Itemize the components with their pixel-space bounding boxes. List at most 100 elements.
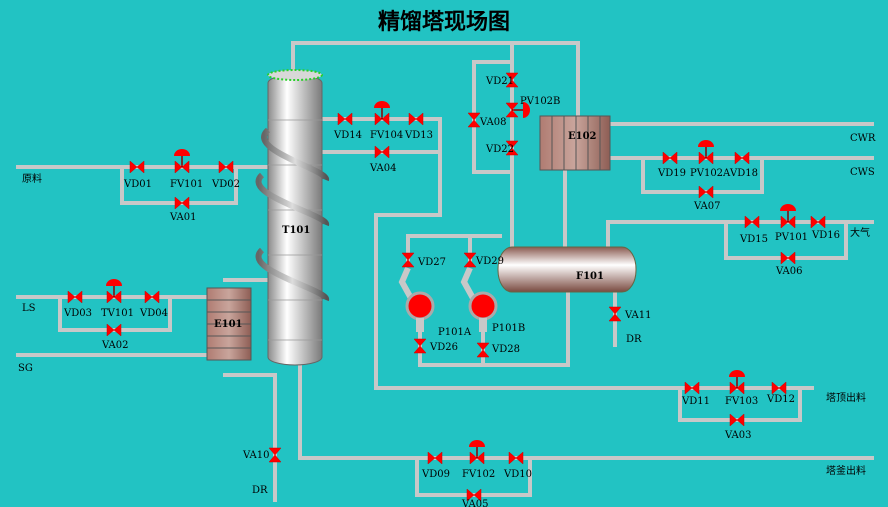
valve-vd26[interactable] <box>413 338 427 354</box>
actuator-icon <box>106 279 122 286</box>
valve-vd12[interactable] <box>771 381 787 395</box>
pump-b-label: P101B <box>492 323 525 334</box>
valve-body <box>268 447 282 463</box>
valve-label-pv102a: PV102A <box>690 168 731 179</box>
valve-label-pv102b: PV102B <box>520 96 560 107</box>
valve-va05[interactable] <box>466 488 482 502</box>
valve-label-va02: VA02 <box>101 340 129 351</box>
column-label: T101 <box>282 225 310 236</box>
valve-va08[interactable] <box>467 112 481 128</box>
valve-body <box>129 160 145 174</box>
valve-fv104[interactable] <box>374 101 390 126</box>
valve-pv102b[interactable] <box>505 102 530 118</box>
valve-va11[interactable] <box>608 306 622 322</box>
valve-vd22[interactable] <box>505 140 519 156</box>
valve-va07[interactable] <box>698 185 714 199</box>
valves <box>67 72 826 502</box>
valve-body <box>401 252 415 268</box>
valve-fv103[interactable] <box>729 370 745 395</box>
e101-label: E101 <box>214 319 243 330</box>
valve-label-fv103: FV103 <box>725 396 758 407</box>
valve-body <box>463 252 477 268</box>
valve-va10[interactable] <box>268 447 282 463</box>
valve-va02[interactable] <box>106 323 122 337</box>
bottom-product-label: 塔釜出料 <box>826 464 866 477</box>
drain-f101-label: DR <box>626 334 642 345</box>
valve-label-va06: VA06 <box>775 266 803 277</box>
valve-body <box>427 451 443 465</box>
pump-a-label: P101A <box>438 327 472 338</box>
e102-label: E102 <box>568 131 597 142</box>
valve-vd28[interactable] <box>476 342 490 358</box>
valve-body <box>505 140 519 156</box>
actuator-icon <box>780 204 796 211</box>
valve-vd27[interactable] <box>401 252 415 268</box>
valve-label-va05: VA05 <box>461 499 489 507</box>
valve-va04[interactable] <box>374 145 390 159</box>
valve-label-va07: VA07 <box>693 201 721 212</box>
valve-fv101[interactable] <box>174 149 190 174</box>
valve-va06[interactable] <box>780 251 796 265</box>
valve-body <box>608 306 622 322</box>
valve-label-va11: VA11 <box>624 310 652 321</box>
valve-vd09[interactable] <box>427 451 443 465</box>
valve-body <box>374 145 390 159</box>
valve-label-fv102: FV102 <box>462 469 495 480</box>
valve-label-fv104: FV104 <box>370 130 403 141</box>
valve-body <box>698 185 714 199</box>
valve-pv102a[interactable] <box>698 140 714 165</box>
valve-vd18[interactable] <box>734 151 750 165</box>
f101-label: F101 <box>576 271 604 282</box>
valve-label-pv101: PV101 <box>775 232 808 243</box>
valve-label-vd01: VD01 <box>123 179 152 190</box>
valve-body <box>505 72 519 88</box>
valve-body <box>466 488 482 502</box>
valve-body <box>744 215 760 229</box>
pipes <box>16 41 874 502</box>
valve-label-vd12: VD12 <box>766 394 795 405</box>
valve-label-vd21: VD21 <box>485 76 514 87</box>
valve-vd01[interactable] <box>129 160 145 174</box>
valve-va01[interactable] <box>174 196 190 210</box>
valve-tv101[interactable] <box>106 279 122 304</box>
valve-label-vd16: VD16 <box>811 230 840 241</box>
valve-body <box>780 251 796 265</box>
actuator-icon <box>698 140 714 147</box>
valve-vd15[interactable] <box>744 215 760 229</box>
condenser-e102: E102 <box>539 115 611 171</box>
pump-p101b[interactable]: P101B <box>460 266 525 334</box>
heat-exchanger-e101: E101 <box>206 287 252 361</box>
valve-vd21[interactable] <box>505 72 519 88</box>
valve-vd16[interactable] <box>810 215 826 229</box>
feed-label: 原料 <box>22 172 42 185</box>
ls-label: LS <box>22 303 36 314</box>
valve-body <box>684 381 700 395</box>
valve-label-vd13: VD13 <box>404 130 433 141</box>
valve-vd11[interactable] <box>684 381 700 395</box>
valve-va03[interactable] <box>729 413 745 427</box>
valve-label-vd27: VD27 <box>417 257 446 268</box>
valve-label-vd02: VD02 <box>211 179 240 190</box>
valve-vd04[interactable] <box>144 290 160 304</box>
valve-fv102[interactable] <box>469 440 485 465</box>
valve-body <box>810 215 826 229</box>
valve-body <box>413 338 427 354</box>
valve-vd13[interactable] <box>408 112 424 126</box>
valve-vd10[interactable] <box>508 451 524 465</box>
valve-vd29[interactable] <box>463 252 477 268</box>
valve-vd02[interactable] <box>218 160 234 174</box>
drain-bottom-label: DR <box>252 485 268 496</box>
valve-label-vd04: VD04 <box>139 308 168 319</box>
valve-label-tv101: TV101 <box>101 308 134 319</box>
valve-vd03[interactable] <box>67 290 83 304</box>
cwr-label: CWR <box>850 133 876 144</box>
atmosphere-label: 大气 <box>850 226 870 239</box>
valve-vd19[interactable] <box>662 151 678 165</box>
valve-pv101[interactable] <box>780 204 796 229</box>
column-t101: T101 <box>255 69 330 366</box>
valve-vd14[interactable] <box>337 112 353 126</box>
pump-p101a[interactable]: P101A <box>398 266 472 338</box>
sg-label: SG <box>18 363 33 374</box>
valve-body <box>67 290 83 304</box>
